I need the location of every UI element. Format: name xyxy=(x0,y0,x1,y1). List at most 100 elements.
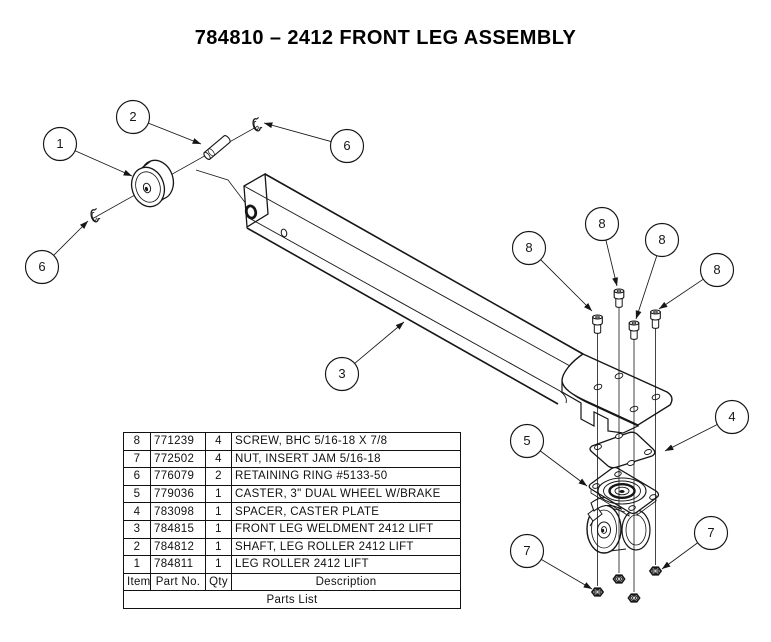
parts-list-title-row: Parts List xyxy=(123,590,461,609)
cell-description: LEG ROLLER 2412 LIFT xyxy=(231,555,461,574)
balloon-4 xyxy=(714,399,750,435)
col-header-item: Item xyxy=(123,572,151,592)
cell-part_no: 784812 xyxy=(150,537,206,557)
leader-line xyxy=(539,450,588,487)
balloon-label: 1 xyxy=(56,136,63,151)
balloon-8 xyxy=(644,222,680,258)
cell-item: 8 xyxy=(123,432,151,451)
balloon-8 xyxy=(584,206,620,242)
spacer-plate xyxy=(589,431,656,469)
retaining-ring-top xyxy=(252,117,263,132)
screw-body xyxy=(615,296,623,308)
jam-nut xyxy=(590,587,605,597)
screw-head-top xyxy=(592,314,603,320)
balloon-6 xyxy=(329,128,365,164)
ring-curl xyxy=(256,117,263,129)
tube-end-face xyxy=(243,172,269,229)
caster-wheel-front-rim xyxy=(591,509,617,549)
ring-inner xyxy=(253,120,259,130)
mounting-axis-line xyxy=(195,169,251,210)
roller-face-ring xyxy=(135,171,161,203)
screw-head-top xyxy=(613,288,625,294)
col-header-qty: Qty xyxy=(205,572,232,592)
col-header-part-no: Part No. xyxy=(150,572,206,592)
jam-nut xyxy=(648,566,663,576)
tube-top-edge xyxy=(264,173,584,355)
cell-qty: 1 xyxy=(205,484,232,504)
cell-part_no: 783098 xyxy=(150,502,206,521)
jam-nut xyxy=(612,574,626,584)
cell-qty: 1 xyxy=(205,555,232,574)
leader-line xyxy=(605,239,618,287)
cell-description: SHAFT, LEG ROLLER 2412 LIFT xyxy=(231,537,461,557)
roller-axis-line xyxy=(91,125,259,220)
nut-ring xyxy=(615,575,623,583)
mounting-plate xyxy=(561,353,673,426)
balloon-7 xyxy=(509,533,545,569)
screw-body xyxy=(630,328,638,340)
cell-item: 3 xyxy=(123,519,151,539)
cell-part_no: 772502 xyxy=(150,449,206,469)
shaft-body xyxy=(203,135,231,160)
screw-body xyxy=(593,322,602,334)
leader-line xyxy=(658,278,704,310)
screw xyxy=(592,314,603,334)
ring-outer xyxy=(90,209,100,223)
balloon-label: 8 xyxy=(713,262,720,277)
swivel-ring xyxy=(597,477,647,505)
balloon-label: 6 xyxy=(38,259,45,274)
screw-socket xyxy=(653,310,658,314)
wheel-axle-shadow xyxy=(601,528,605,533)
brake-lever-tip xyxy=(589,520,594,527)
leader-line xyxy=(661,542,698,570)
jam-nut xyxy=(627,593,641,603)
cell-description: SPACER, CASTER PLATE xyxy=(231,502,461,521)
swivel-ring xyxy=(603,480,641,502)
screw xyxy=(628,320,640,340)
screw xyxy=(650,309,661,329)
caster-plate-thickness xyxy=(590,490,657,517)
leader-line xyxy=(540,259,593,312)
cell-item: 5 xyxy=(123,484,151,504)
shaft-shoulder xyxy=(207,148,215,157)
cell-item: 4 xyxy=(123,502,151,521)
cell-part_no: 784811 xyxy=(150,555,206,574)
swivel-ring xyxy=(608,483,636,500)
roller-mount-hole xyxy=(244,204,258,220)
screw-socket xyxy=(595,315,600,319)
balloon-3 xyxy=(324,356,360,392)
balloon-label: 8 xyxy=(598,216,605,231)
nut-ring xyxy=(651,567,660,575)
parts-list-footer: Item Part No. Qty Description Parts List xyxy=(123,572,461,609)
leader-line xyxy=(664,424,718,452)
cell-part_no: 771239 xyxy=(150,432,206,451)
kingpin-shadow xyxy=(619,490,625,493)
screw-socket xyxy=(631,321,637,325)
cell-description: RETAINING RING #5133-50 xyxy=(231,467,461,486)
cell-part_no: 776079 xyxy=(150,467,206,486)
balloon-label: 8 xyxy=(658,232,665,247)
leader-line xyxy=(148,122,202,145)
balloon-label: 5 xyxy=(523,433,530,448)
leg-roller xyxy=(130,159,175,208)
col-header-description: Description xyxy=(231,572,461,592)
jam-nuts xyxy=(590,566,663,603)
cell-part_no: 779036 xyxy=(150,484,206,504)
cell-item: 6 xyxy=(123,467,151,486)
leader-line xyxy=(53,220,89,256)
screw-head-top xyxy=(650,309,661,315)
nut-bore xyxy=(595,590,600,594)
cell-description: NUT, INSERT JAM 5/16-18 xyxy=(231,449,461,469)
balloon-label: 7 xyxy=(707,525,714,540)
screw-body xyxy=(651,317,660,329)
tube-small-hole xyxy=(280,228,288,238)
